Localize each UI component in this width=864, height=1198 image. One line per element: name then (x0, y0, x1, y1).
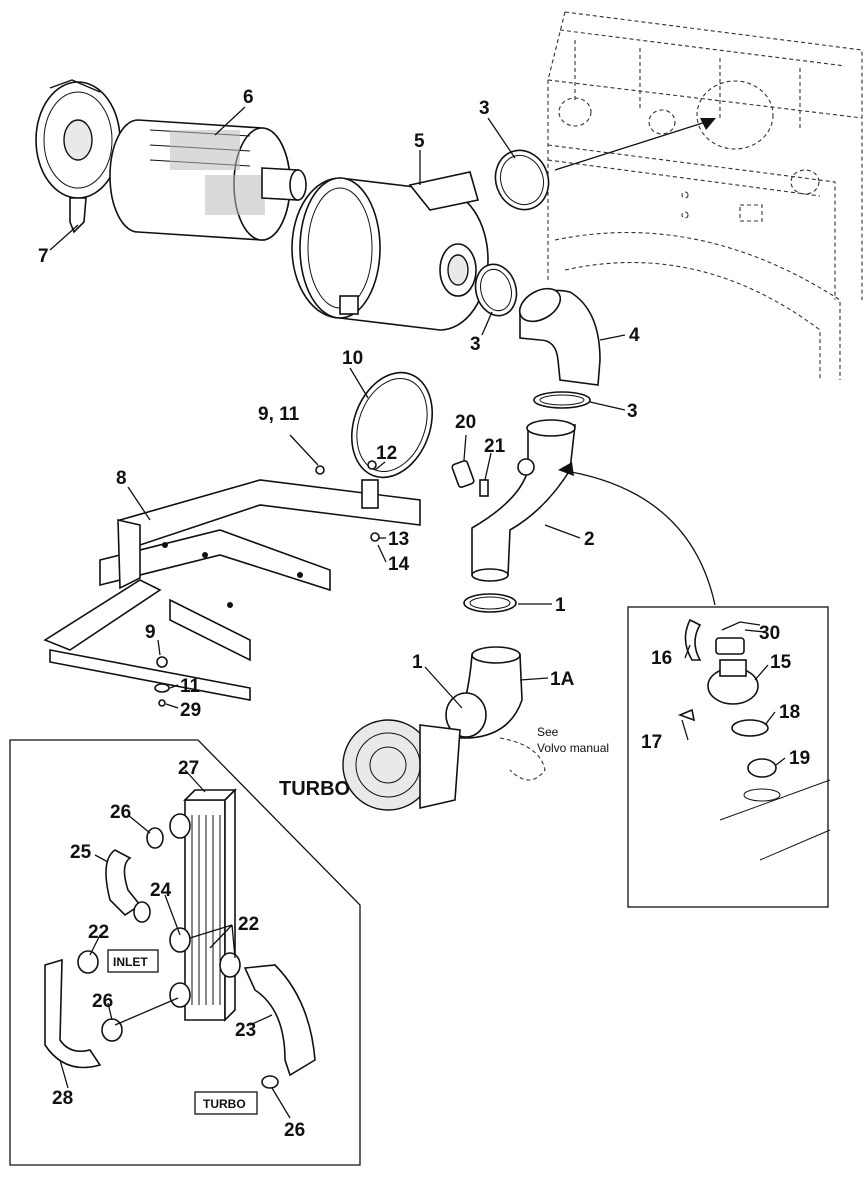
clamp-1-lower (445, 692, 487, 738)
label-20: 20 (455, 412, 476, 433)
label-23: 23 (235, 1020, 256, 1041)
label-17: 17 (641, 732, 662, 753)
inlet-tag-box (107, 949, 159, 973)
air-cleaner-cover (35, 79, 121, 234)
label-22-left: 22 (88, 922, 109, 943)
label-16: 16 (651, 648, 672, 669)
label-26-bottom: 26 (284, 1120, 305, 1141)
label-27: 27 (178, 758, 199, 779)
plug-21 (479, 479, 489, 497)
inset-hoses (44, 827, 316, 1089)
inlet-pointer-line (554, 119, 713, 171)
clamp-1 (463, 593, 517, 613)
tag-turbo: TURBO (203, 1097, 246, 1111)
label-1-lower: 1 (412, 652, 423, 673)
label-6: 6 (243, 87, 254, 108)
turbocharger (342, 719, 546, 811)
label-3-lower: 3 (627, 401, 638, 422)
label-24: 24 (150, 880, 172, 901)
label-2: 2 (584, 529, 595, 550)
sensor-20 (451, 460, 475, 488)
inset-charge-air-cooler (9, 739, 361, 1166)
fasteners-9-11 (154, 460, 380, 707)
clamp-3-top (494, 149, 550, 211)
engine-frame-outline (547, 11, 863, 380)
leader-lines (49, 106, 786, 1119)
label-26-middle: 26 (92, 991, 113, 1012)
sensor-assembly-detail (677, 618, 831, 861)
label-25: 25 (70, 842, 92, 863)
label-3-top: 3 (479, 98, 490, 119)
label-15: 15 (770, 652, 792, 673)
label-30: 30 (759, 623, 780, 644)
label-1-upper: 1 (555, 595, 566, 616)
air-cleaner-housing (291, 171, 489, 331)
tag-inlet: INLET (113, 955, 148, 969)
note-see: See (537, 725, 559, 739)
label-29: 29 (180, 700, 201, 721)
label-19: 19 (789, 748, 810, 769)
label-9: 9 (145, 622, 156, 643)
charge-air-cooler-27 (169, 788, 241, 1022)
note-volvo-manual: Volvo manual (537, 741, 609, 755)
air-filter-element (109, 119, 307, 241)
label-3-middle: 3 (470, 334, 481, 355)
label-9-11: 9, 11 (258, 404, 300, 425)
mounting-bracket (43, 479, 421, 701)
label-21: 21 (484, 436, 506, 457)
label-28: 28 (52, 1088, 73, 1109)
label-5: 5 (414, 131, 425, 152)
band-clamp-10 (350, 371, 434, 509)
detail-box-sensor (627, 606, 829, 908)
label-13: 13 (388, 529, 409, 550)
detail-callout-line (559, 469, 716, 606)
label-18: 18 (779, 702, 800, 723)
intake-tube (471, 419, 576, 582)
label-12: 12 (376, 443, 397, 464)
label-22-right: 22 (238, 914, 259, 935)
label-turbo: TURBO (279, 778, 350, 800)
turbo-tag-box (194, 1091, 258, 1115)
label-8: 8 (116, 468, 127, 489)
inlet-pointer-arrowhead (700, 118, 716, 130)
label-14: 14 (388, 554, 410, 575)
clamp-3-middle (474, 263, 518, 317)
clamp-3-lower (533, 391, 591, 409)
label-1A: 1A (550, 669, 575, 690)
label-10: 10 (342, 348, 363, 369)
label-7: 7 (38, 246, 49, 267)
label-4: 4 (629, 325, 640, 346)
rubber-elbow (518, 287, 601, 386)
label-26-top: 26 (110, 802, 131, 823)
label-11: 11 (180, 676, 201, 697)
